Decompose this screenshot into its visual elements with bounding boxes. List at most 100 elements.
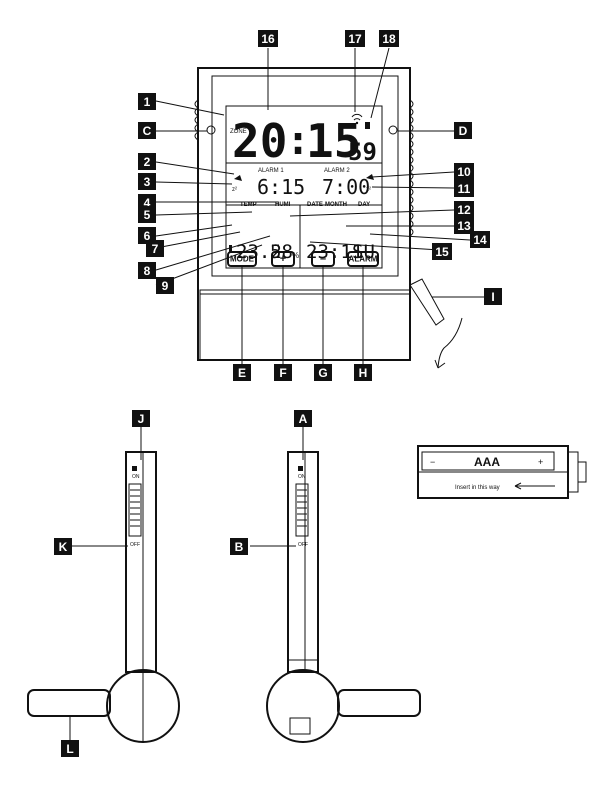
alarm1-bell-icon (234, 175, 242, 181)
badge-3: 3 (138, 173, 156, 190)
svg-text:L: L (66, 742, 73, 756)
svg-text:17: 17 (348, 32, 362, 46)
humi-label: HUMI (275, 202, 291, 208)
svg-text:16: 16 (261, 32, 275, 46)
clock-body (197, 67, 411, 361)
svg-text:–: – (320, 253, 326, 265)
badge-b: B (230, 538, 248, 555)
alarm2-bell-icon (366, 174, 374, 180)
sensor-c (206, 125, 216, 135)
badge-10: 10 (454, 163, 474, 180)
badge-9: 9 (156, 277, 174, 294)
svg-text:14: 14 (473, 233, 487, 247)
badge-12: 12 (454, 201, 474, 218)
leader-lines (146, 47, 484, 364)
right-switch-slider[interactable] (295, 483, 309, 537)
svg-text:+: + (280, 253, 286, 265)
time-colon: : (286, 118, 310, 164)
insert-arrow (514, 482, 555, 490)
badge-e: E (233, 364, 251, 381)
left-stand-leg (27, 689, 111, 717)
badge-16: 16 (258, 30, 278, 47)
radio-signal-icon (351, 113, 363, 125)
svg-text:C: C (143, 124, 152, 138)
left-switch-slider[interactable] (128, 483, 142, 537)
front-frame (211, 75, 399, 277)
badge-14: 14 (470, 231, 490, 248)
svg-text:D: D (459, 124, 468, 138)
alarm2-label: ALARM 2 (324, 168, 350, 174)
alarm1-label: ALARM 1 (258, 168, 284, 174)
alarm2-time: 7:00 (322, 175, 370, 199)
left-grip (194, 99, 199, 141)
badge-5: 5 (138, 206, 156, 223)
svg-text:2: 2 (144, 155, 151, 169)
right-stand-disc (266, 669, 340, 743)
svg-text:MODE: MODE (230, 255, 255, 264)
svg-text:10: 10 (457, 165, 471, 179)
battery-door (289, 717, 311, 735)
battery-inset: − AAA + Insert in this way (417, 445, 587, 499)
right-lock-icon (298, 466, 303, 471)
badge-a: A (294, 410, 312, 427)
svg-text:K: K (59, 540, 68, 554)
temp-label: TEMP (240, 202, 257, 208)
zone-label: ZONE (230, 129, 247, 135)
svg-text:8: 8 (144, 264, 151, 278)
right-side-body (287, 451, 319, 673)
badge-7: 7 (146, 240, 164, 257)
front-stand (199, 289, 411, 361)
badge-l: L (61, 740, 79, 757)
badge-8: 8 (138, 262, 156, 279)
battery-minus: − (430, 457, 435, 467)
battery-cell (421, 451, 555, 471)
right-on-label: ON (298, 474, 306, 480)
svg-text:ALARM: ALARM (349, 255, 378, 264)
badge-f: F (274, 364, 292, 381)
svg-text:12: 12 (457, 203, 471, 217)
badge-c: C (138, 122, 156, 139)
mode-button[interactable]: MODE (227, 251, 257, 267)
svg-text:1: 1 (144, 95, 151, 109)
svg-text:18: 18 (382, 32, 396, 46)
snooze-icon-2: z² (366, 187, 371, 193)
alarm-button[interactable]: ALARM (347, 251, 379, 267)
right-stand-leg (337, 689, 421, 717)
day-label: DAY (358, 202, 370, 208)
svg-text:F: F (279, 366, 286, 380)
temp-value: 23.2 (236, 241, 282, 263)
svg-text:13: 13 (457, 219, 471, 233)
badge-d: D (454, 122, 472, 139)
badge-6: 6 (138, 227, 156, 244)
badge-2: 2 (138, 153, 156, 170)
callout-badges: 1 C 2 3 4 5 6 7 8 9 16 17 18 D 10 11 12 … (54, 30, 502, 757)
side-view-right: ON OFF (250, 427, 421, 743)
time-minutes: 15 (306, 114, 361, 168)
svg-text:B: B (235, 540, 244, 554)
insert-direction-text: Insert in this way (455, 485, 500, 491)
svg-text:E: E (238, 366, 246, 380)
badge-17: 17 (345, 30, 365, 47)
side-view-left: ON OFF (27, 427, 180, 743)
svg-text:J: J (138, 412, 145, 426)
temp-bar-icon (229, 245, 232, 253)
svg-text:5: 5 (144, 208, 151, 222)
left-lock-icon (132, 466, 137, 471)
svg-text:9: 9 (162, 279, 169, 293)
rotate-arrow (437, 317, 463, 369)
badge-g: G (314, 364, 332, 381)
battery-low-icon (365, 122, 370, 129)
svg-text:4: 4 (144, 196, 151, 210)
svg-text:6: 6 (144, 229, 151, 243)
snooze-icon-1: z² (232, 187, 237, 193)
time-hours: 20 (232, 114, 287, 168)
badge-h: H (354, 364, 372, 381)
right-off-label: OFF (298, 542, 308, 548)
left-off-label: OFF (130, 542, 140, 548)
svg-text:7: 7 (152, 242, 159, 256)
badge-i: I (484, 288, 502, 305)
right-grip (409, 99, 414, 237)
svg-text:G: G (318, 366, 327, 380)
svg-text:I: I (491, 290, 494, 304)
